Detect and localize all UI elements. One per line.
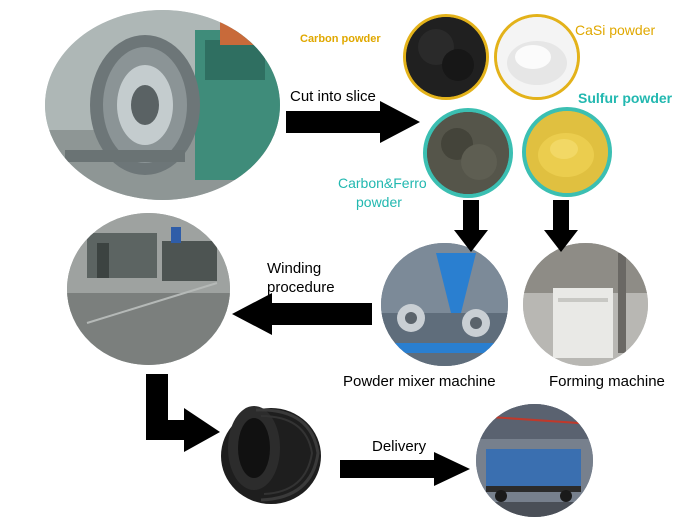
carbon-ferro-label-line2: powder (356, 194, 402, 210)
cut-into-slice-label: Cut into slice (290, 88, 376, 105)
winding-label-line2: procedure (267, 279, 335, 296)
arrow-right-cut (286, 101, 420, 143)
arrow-right-delivery (340, 452, 470, 486)
arrow-down-carbon-ferro (454, 200, 488, 252)
casi-powder-label: CaSi powder (575, 22, 656, 38)
carbon-powder-photo (403, 14, 489, 100)
winding-label-line1: Winding (267, 260, 322, 277)
carbon-powder-label: Carbon powder (300, 33, 381, 45)
powder-mixer-machine-photo (381, 243, 508, 366)
arrow-l-down-right (146, 374, 220, 452)
forming-machine-label: Forming machine (549, 373, 665, 390)
sulfur-powder-photo (522, 107, 612, 197)
winding-procedure-photo (67, 213, 230, 365)
forming-machine-photo (523, 243, 648, 366)
cored-wire-coil-photo (216, 398, 326, 508)
delivery-trucks-photo (476, 404, 593, 517)
carbon-ferro-label-line1: Carbon&Ferro (338, 175, 427, 191)
carbon-ferro-powder-photo (423, 108, 513, 198)
arrow-left-winding (232, 293, 372, 335)
delivery-label: Delivery (372, 438, 427, 455)
steel-coil-slitting-photo (45, 10, 280, 200)
powder-mixer-label: Powder mixer machine (343, 373, 496, 390)
casi-powder-photo (494, 14, 580, 100)
sulfur-powder-label: Sulfur powder (578, 90, 673, 106)
arrow-down-sulfur (544, 200, 578, 252)
